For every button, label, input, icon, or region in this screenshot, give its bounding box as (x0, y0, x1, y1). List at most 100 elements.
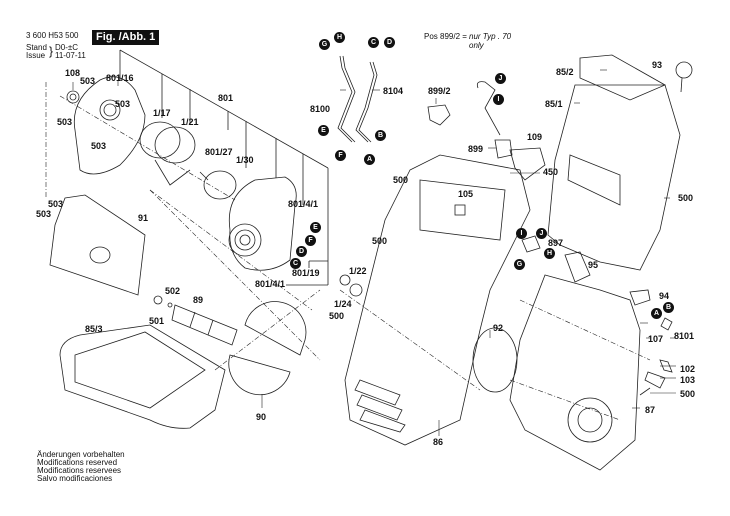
note-text-2: only (469, 41, 484, 50)
motor-housing (228, 176, 297, 271)
part-897 (521, 235, 541, 253)
label-801-16: 801/16 (106, 73, 134, 83)
label-450: 450 (543, 167, 559, 177)
note-pos: Pos 899/2 = (424, 32, 467, 41)
label-500-d: 500 (329, 311, 345, 321)
label-897: 897 (548, 238, 564, 248)
part-1-22 (349, 283, 363, 297)
base-91 (49, 194, 146, 296)
footer-line-2: Modifications reserved (37, 458, 118, 467)
label-503-f: 503 (36, 209, 52, 219)
hose-8104 (355, 61, 375, 143)
hose-8100 (337, 55, 353, 143)
label-801-27: 801/27 (205, 147, 233, 157)
label-503-c: 503 (57, 117, 73, 127)
badge-i-cable: I (493, 94, 504, 105)
disc-90 (244, 301, 307, 356)
label-94: 94 (659, 291, 670, 301)
badge-c-motor: C (290, 258, 301, 269)
part-801-27 (203, 170, 237, 200)
footer-line-1: Änderungen vorbehalten (37, 450, 125, 459)
badge-f-hose: F (335, 150, 346, 161)
badge-c-hose: C (368, 37, 379, 48)
label-500-b: 500 (393, 175, 409, 185)
label-90: 90 (256, 412, 267, 422)
label-503-a: 503 (80, 76, 96, 86)
part-102 (659, 359, 673, 373)
badge-a-hose: A (364, 154, 375, 165)
badge-i-switch: I (516, 228, 527, 239)
part-number: 3 600 H53 500 (26, 31, 79, 40)
label-85-2: 85/2 (556, 67, 574, 77)
label-500-c: 500 (372, 236, 388, 246)
part-105 (454, 204, 466, 216)
badge-g-hose: G (319, 39, 330, 50)
label-801-4-1-b: 801/4/1 (255, 279, 286, 289)
part-108 (66, 90, 80, 104)
badge-j-cable: J (495, 73, 506, 84)
badge-h-switch: H (544, 248, 555, 259)
label-500-a: 500 (678, 193, 694, 203)
label-8100: 8100 (310, 104, 331, 114)
label-8104: 8104 (383, 86, 404, 96)
label-500-e: 500 (680, 389, 696, 399)
label-108: 108 (65, 68, 81, 78)
hopper-85-1 (547, 84, 681, 271)
gear-cover (73, 76, 146, 175)
badge-d-motor: D (296, 246, 307, 257)
brace: } (49, 44, 54, 58)
part-1-24 (339, 274, 351, 286)
label-1-30: 1/30 (236, 155, 254, 165)
part-899-2 (427, 104, 451, 126)
label-801: 801 (218, 93, 234, 103)
part-8101 (660, 317, 673, 331)
label-1-21: 1/21 (181, 117, 199, 127)
footer-line-4: Salvo modificaciones (37, 474, 113, 483)
label-102: 102 (680, 364, 696, 374)
label-92: 92 (493, 323, 504, 333)
label-107: 107 (648, 334, 664, 344)
note-text: nur Typ . 70 (469, 32, 512, 41)
badge-a-chassis: A (651, 308, 662, 319)
label-503-e: 503 (48, 199, 64, 209)
label-501: 501 (149, 316, 165, 326)
label-502: 502 (165, 286, 181, 296)
issue-value: 11-07-11 (55, 51, 86, 60)
screw-501 (153, 295, 163, 305)
label-801-19: 801/19 (292, 268, 320, 278)
label-109: 109 (527, 132, 543, 142)
label-93: 93 (652, 60, 663, 70)
label-503-b: 503 (115, 99, 131, 109)
motor (139, 121, 181, 159)
label-899: 899 (468, 144, 484, 154)
figure-title: Fig. /Abb. 1 (92, 30, 160, 45)
label-1-24: 1/24 (334, 299, 352, 309)
stand-value: D0-±C (55, 43, 79, 52)
knob-93 (675, 61, 693, 79)
part-92 (472, 327, 518, 393)
part-103 (644, 371, 666, 389)
tray-85-3 (59, 324, 226, 429)
badge-d-hose: D (384, 37, 395, 48)
badge-e-motor: E (310, 222, 321, 233)
leader-lines (72, 69, 676, 436)
label-86: 86 (433, 437, 444, 447)
label-95: 95 (588, 260, 599, 270)
stand-label: Stand (26, 43, 47, 52)
label-89: 89 (193, 295, 204, 305)
footer-line-3: Modifications reservees (37, 466, 122, 475)
housing-86 (344, 154, 531, 446)
washer-502 (167, 302, 173, 308)
label-1-17: 1/17 (153, 108, 171, 118)
part-95 (564, 251, 591, 283)
label-91: 91 (138, 213, 149, 223)
part-109 (509, 147, 546, 181)
label-103: 103 (680, 375, 696, 385)
badge-g-switch: G (514, 259, 525, 270)
screw-500e (639, 387, 651, 396)
blade-89 (171, 304, 238, 346)
assembly-bracket (119, 49, 329, 286)
label-899-2: 899/2 (428, 86, 451, 96)
axis-lines (45, 82, 651, 421)
